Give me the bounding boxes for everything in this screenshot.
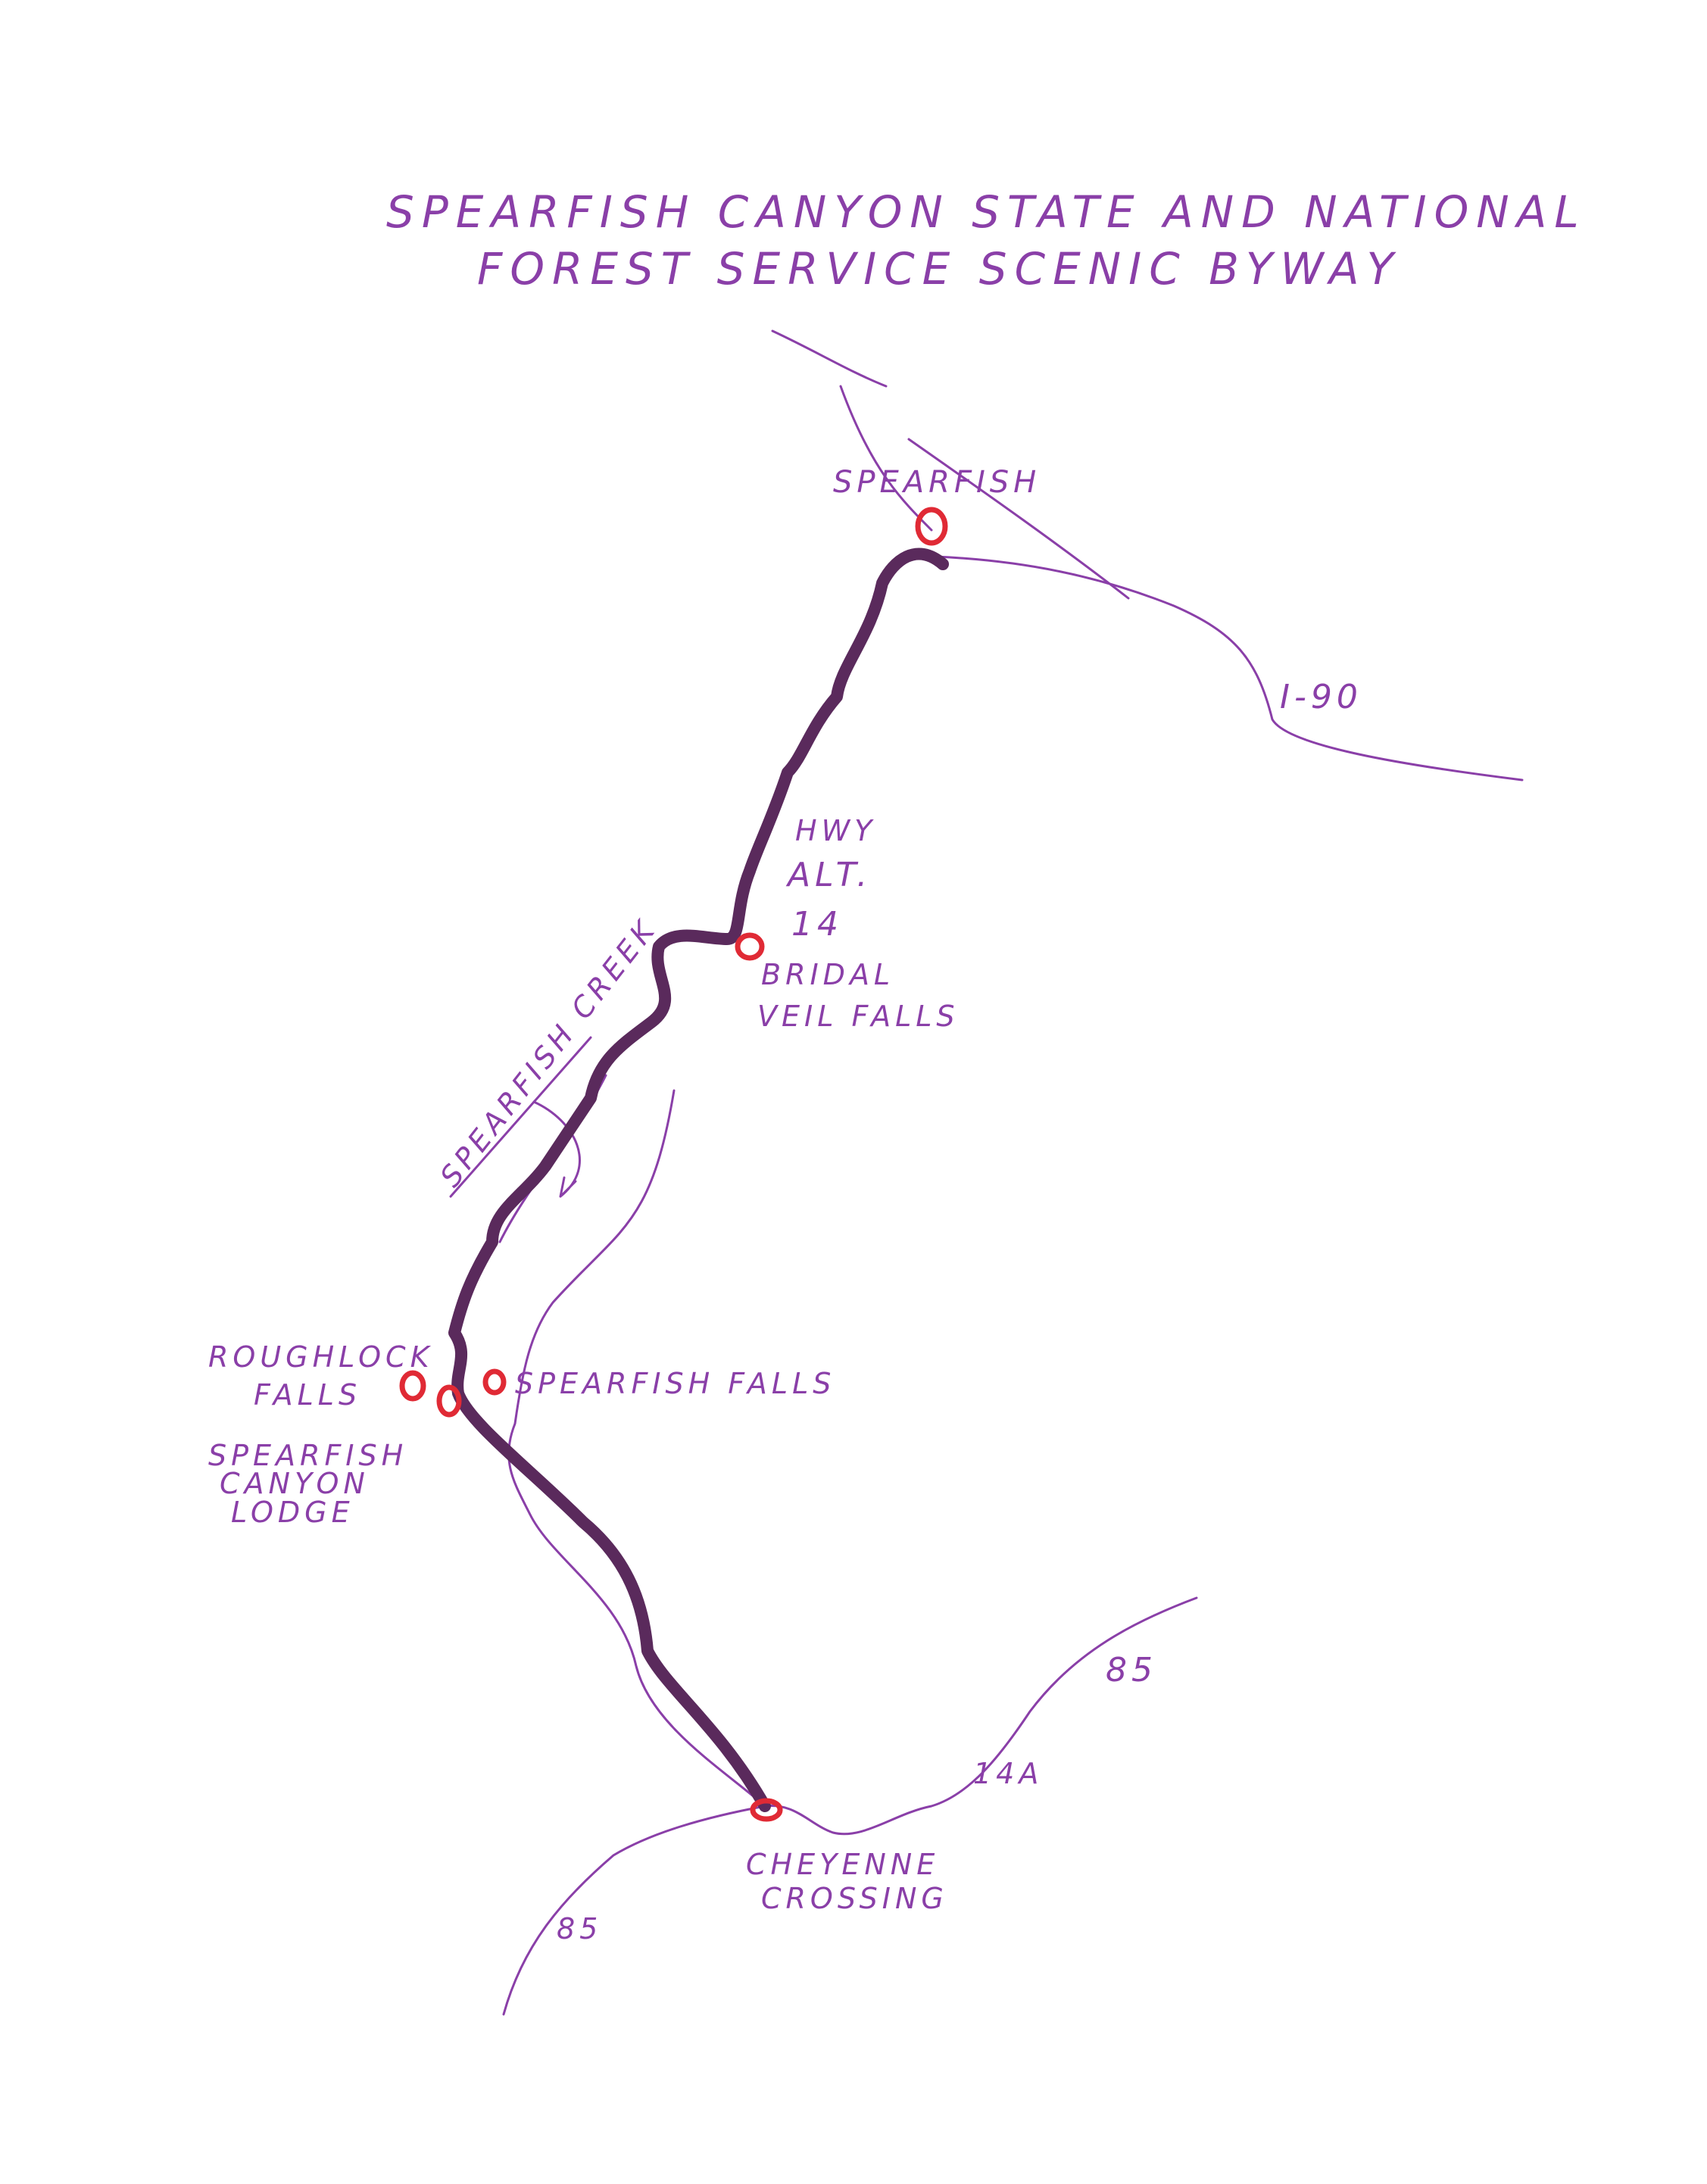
map-title: SPEARFISH CANYON STATE AND NATIONAL FORE… (386, 186, 1587, 295)
road-north-2 (839, 385, 933, 532)
label-bridal-veil-2: VEIL FALLS (757, 1000, 960, 1033)
label-cheyenne-2: CROSSING (761, 1882, 948, 1915)
label-hwy-1: HWY (795, 814, 876, 847)
scenic-byway-route (448, 548, 949, 1812)
road-south-west (502, 1805, 766, 2016)
label-lodge-2: CANYON (220, 1467, 370, 1500)
label-hwy-2: ALT. (785, 856, 872, 894)
road-south-east (763, 1596, 1198, 1836)
creek-arrow-icon (532, 1100, 581, 1198)
location-marker-icon (399, 1370, 426, 1402)
creek-label-underline (449, 1036, 592, 1198)
label-hwy-3: 14 (791, 905, 843, 944)
location-marker-icon (915, 507, 948, 546)
label-roughlock-2: FALLS (254, 1378, 361, 1412)
roads (449, 329, 1524, 2016)
interstate-i90 (934, 555, 1524, 782)
label-hwy-85-south: 85 (557, 1912, 602, 1945)
markers (399, 507, 948, 1822)
road-north-3 (907, 438, 1130, 600)
spearfish-creek-line (507, 1089, 766, 1808)
label-roughlock-1: ROUGHLOCK (208, 1340, 434, 1374)
route-labels: I-90 HWY ALT. 14 85 14A 85 (557, 678, 1362, 1945)
location-marker-icon (750, 1798, 783, 1822)
place-labels: SPEARFISH BRIDAL VEIL FALLS ROUGHLOCK FA… (208, 465, 1041, 1915)
label-hwy-14a: 14A (973, 1757, 1043, 1790)
label-lodge-3: LODGE (231, 1496, 354, 1529)
road-north-1 (771, 329, 888, 388)
location-marker-icon (735, 932, 765, 961)
label-cheyenne-1: CHEYENNE (746, 1848, 939, 1881)
label-spearfish: SPEARFISH (833, 465, 1041, 500)
label-interstate: I-90 (1280, 678, 1362, 716)
label-bridal-veil-1: BRIDAL (761, 958, 894, 991)
label-hwy-85-east: 85 (1106, 1651, 1157, 1689)
location-marker-icon (436, 1384, 462, 1418)
title-line-2: FOREST SERVICE SCENIC BYWAY (477, 243, 1401, 295)
label-spearfish-falls: SPEARFISH FALLS (515, 1367, 835, 1400)
label-lodge-1: SPEARFISH (208, 1439, 407, 1472)
location-marker-icon (482, 1368, 507, 1396)
title-line-1: SPEARFISH CANYON STATE AND NATIONAL (386, 186, 1587, 238)
